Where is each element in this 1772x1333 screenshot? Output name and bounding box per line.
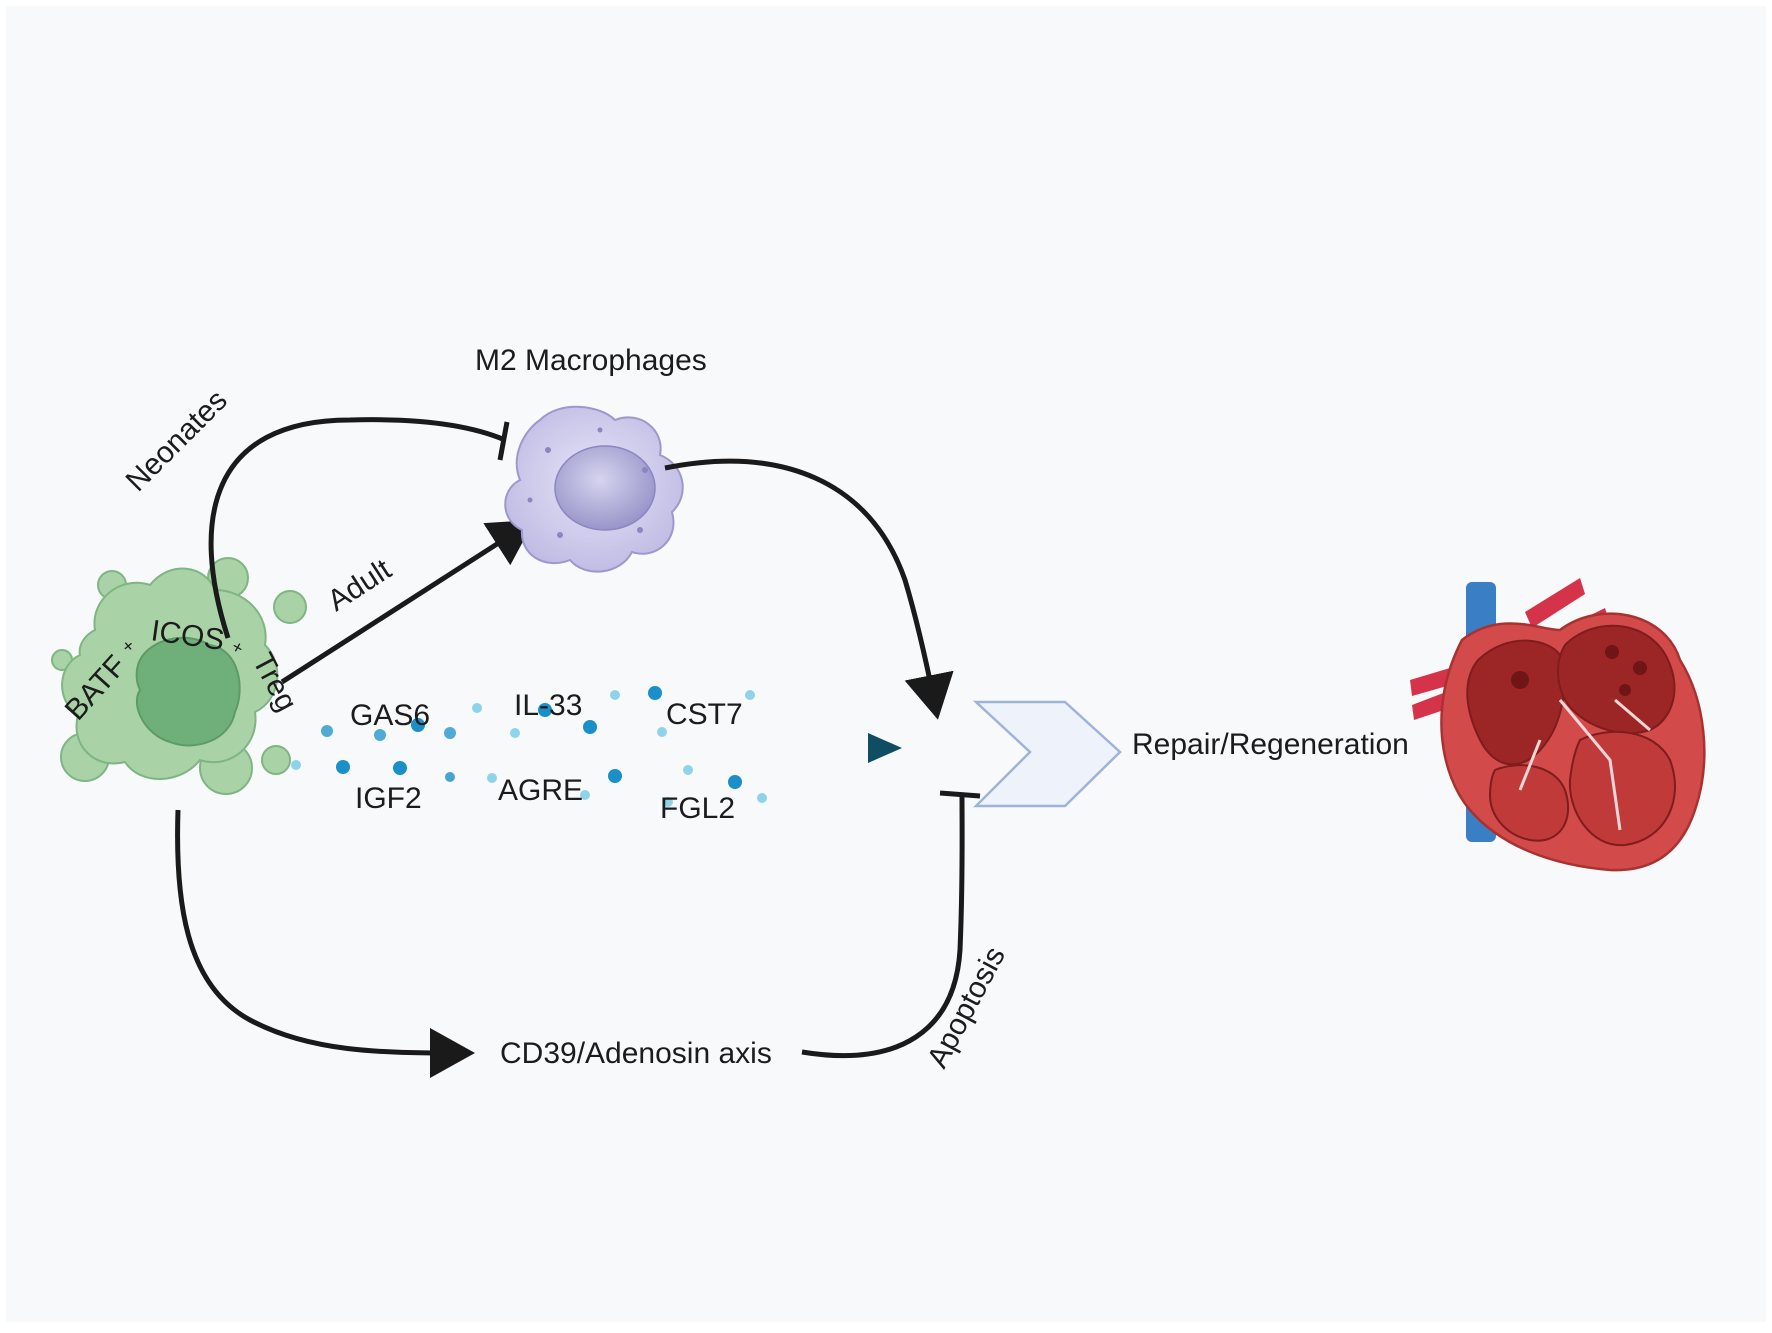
macrophage-cell-icon [504,405,684,573]
macrophage-repair-arrow [664,458,954,720]
secreted-factor-dots [291,686,767,807]
apoptosis-inhibition-arrow [801,794,965,1058]
factor-agre: AGRE [498,774,583,807]
chevron-right-icon [972,700,1122,808]
macrophage-label: M2 Macrophages [475,344,707,377]
factor-cst7: CST7 [666,698,743,731]
factor-gas6: GAS6 [350,699,430,732]
cd39-arrow [175,809,475,1078]
cd39-label: CD39/Adenosin axis [500,1037,772,1070]
secretion-arrow-head [868,733,902,763]
repair-label: Repair/Regeneration [1132,728,1409,761]
apoptosis-inhibition-bar [939,790,981,799]
factor-fgl2: FGL2 [660,792,735,825]
heart-icon [1410,578,1706,872]
neonates-inhibition-arrow [208,417,506,639]
adult-arrow [280,519,535,685]
factor-igf2: IGF2 [355,782,422,815]
factor-il33: IL-33 [514,689,582,722]
neonates-inhibition-bar [497,421,510,461]
